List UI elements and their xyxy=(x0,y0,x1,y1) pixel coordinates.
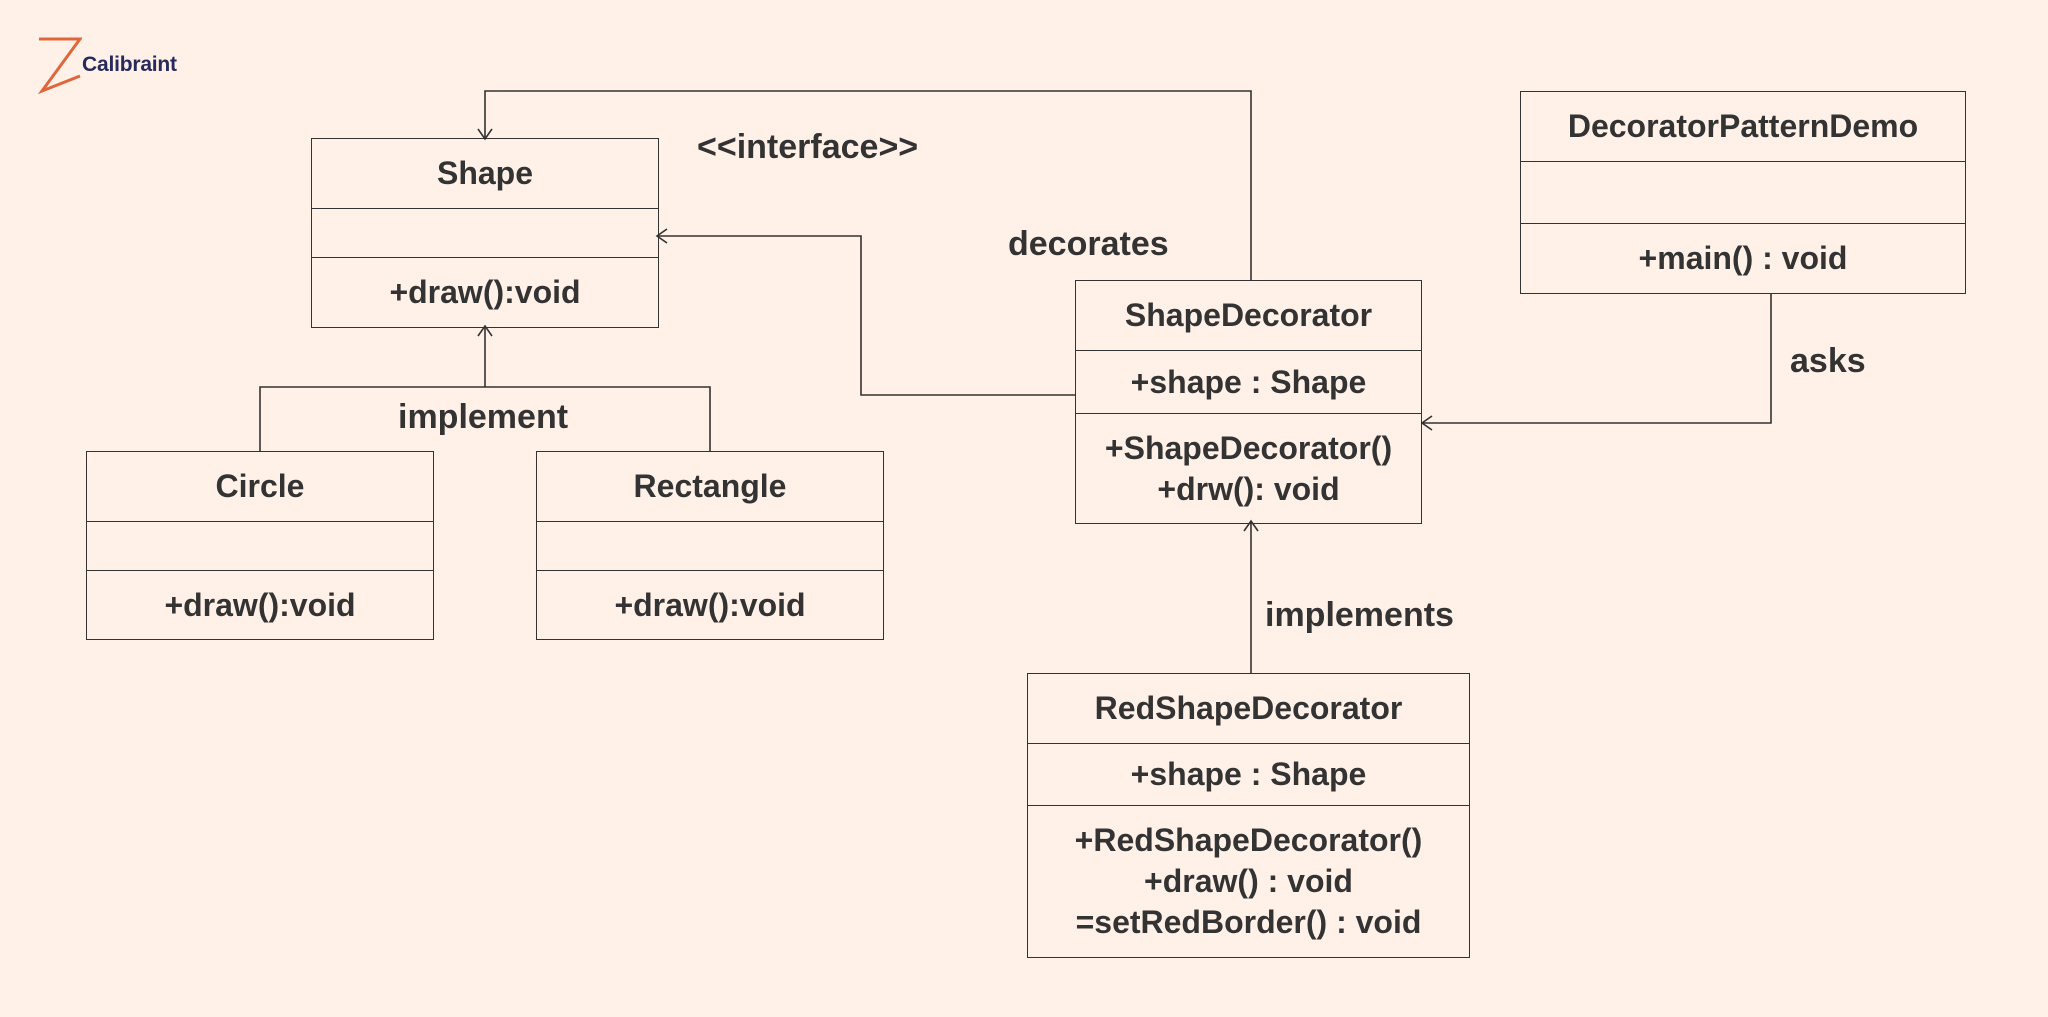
class-methods: +RedShapeDecorator() +draw() : void =set… xyxy=(1028,806,1469,957)
class-name: DecoratorPatternDemo xyxy=(1521,92,1965,162)
implement-label: implement xyxy=(398,398,569,436)
class-methods: +draw():void xyxy=(87,571,433,639)
method: +drw(): void xyxy=(1157,470,1340,507)
class-attributes xyxy=(1521,162,1965,224)
class-name: Rectangle xyxy=(537,452,883,522)
class-attributes xyxy=(537,522,883,571)
brand-name: Calibraint xyxy=(82,53,177,76)
interface-stereotype-label: <<interface>> xyxy=(697,128,919,166)
method: +draw() : void xyxy=(1144,863,1353,899)
decorator-pattern-demo-class-box: DecoratorPatternDemo +main() : void xyxy=(1520,91,1966,294)
aggregation-arrowhead xyxy=(655,228,668,244)
implement-arrowhead xyxy=(477,324,493,337)
method: =setRedBorder() : void xyxy=(1075,904,1422,940)
implements-label: implements xyxy=(1265,596,1454,634)
asks-arrowhead xyxy=(1420,415,1433,431)
red-shape-decorator-class-box: RedShapeDecorator +shape : Shape +RedSha… xyxy=(1027,673,1470,958)
class-attributes xyxy=(87,522,433,571)
class-attributes: +shape : Shape xyxy=(1076,351,1421,414)
method: +draw():void xyxy=(614,586,806,623)
calibraint-logo: Calibraint xyxy=(36,36,177,94)
class-methods: +ShapeDecorator() +drw(): void xyxy=(1076,414,1421,523)
method: +draw():void xyxy=(389,274,581,310)
class-name: Shape xyxy=(312,139,658,209)
asks-label: asks xyxy=(1790,342,1866,380)
rectangle-class-box: Rectangle +draw():void xyxy=(536,451,884,640)
calibraint-logo-icon xyxy=(37,37,82,94)
circle-class-box: Circle +draw():void xyxy=(86,451,434,640)
implements-arrowhead xyxy=(1243,519,1259,532)
class-name: ShapeDecorator xyxy=(1076,281,1421,351)
class-methods: +main() : void xyxy=(1521,224,1965,293)
shape-class-box: Shape +draw():void xyxy=(311,138,659,328)
class-attributes: +shape : Shape xyxy=(1028,744,1469,806)
class-methods: +draw():void xyxy=(537,571,883,639)
class-attributes xyxy=(312,209,658,258)
asks-connector xyxy=(1422,293,1772,424)
decorates-connector xyxy=(484,90,1252,280)
method: +ShapeDecorator() xyxy=(1104,429,1393,466)
class-methods: +draw():void xyxy=(312,258,658,327)
decorates-arrowhead xyxy=(477,128,493,141)
method: +RedShapeDecorator() xyxy=(1074,822,1423,858)
shape-decorator-class-box: ShapeDecorator +shape : Shape +ShapeDeco… xyxy=(1075,280,1422,524)
method: +main() : void xyxy=(1638,240,1848,276)
decorates-label: decorates xyxy=(1008,225,1169,263)
class-name: RedShapeDecorator xyxy=(1028,674,1469,744)
method: +draw():void xyxy=(164,586,356,623)
aggregation-connector xyxy=(657,235,1075,396)
class-name: Circle xyxy=(87,452,433,522)
